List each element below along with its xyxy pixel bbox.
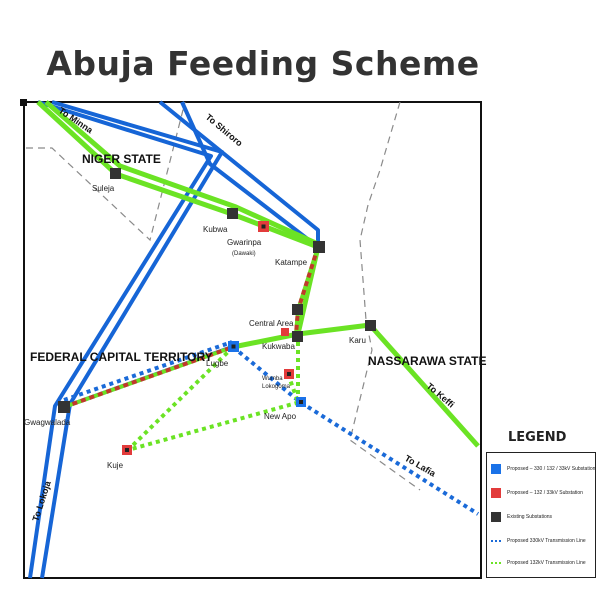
substation-suleja [110,168,121,179]
legend-line-sample [491,540,501,542]
label-central-area: Central Area [249,319,294,328]
legend-label: Proposed 330kV Transmission Line [507,538,586,544]
legend-swatch [491,464,501,474]
label-fct: FEDERAL CAPITAL TERRITORY [30,350,213,364]
label-lokogoma: Lokogoma [262,384,291,390]
boundary-nassarawa [349,204,421,491]
state-boundaries [26,101,421,491]
label-lugbe: Lugbe [206,359,229,368]
substation-katampe [313,241,325,253]
legend-label: Proposed – 330 / 132 / 33kV Substation [507,466,596,472]
line-to-shiroro-b [180,101,320,249]
legend-item: Proposed – 132 / 33kV Substation [491,486,583,500]
line-to-lokoja-b [40,100,224,579]
legend-swatch [491,512,501,522]
legend-label: Proposed 132kV Transmission Line [507,560,586,566]
line-to-minna-b [44,100,320,247]
label-gwarinpa: Gwarinpa [227,238,262,247]
label-gwagwalada: Gwagwalada [24,418,71,427]
line-lugbe-kukwaba [232,331,299,350]
label-suleja: Suleja [92,184,115,193]
legend-swatch [491,488,501,498]
legend-line-sample [491,562,501,564]
label-kubwa: Kubwa [203,225,228,234]
frame-corner-marker [20,99,27,106]
legend-item: Proposed 330kV Transmission Line [491,534,586,548]
substation-central-area-proposed [281,328,289,336]
legend-title: LEGEND [508,430,567,445]
substation-karu [365,320,376,331]
label-wumba: Wumba [262,376,283,382]
label-karu: Karu [349,336,366,345]
legend-item: Proposed – 330 / 132 / 33kV Substation [491,462,595,476]
substation-kukwaba [292,331,303,342]
map-frame [23,101,482,579]
label-kukwaba: Kukwaba [262,342,295,351]
legend-item: Existing Substations [491,510,552,524]
line-to-lokoja-a [28,100,213,579]
legend: LEGEND Proposed – 330 / 132 / 33kV Subst… [486,428,598,578]
label-kuje: Kuje [107,461,124,470]
green-transmission-lines [36,100,480,448]
legend-label: Proposed – 132 / 33kV Substation [507,490,583,496]
proposed-330kv-lines [63,340,480,516]
label-katampe: Katampe [275,258,308,267]
label-nassarawa-state: NASSARAWA STATE [368,354,486,368]
legend-label: Existing Substations [507,514,553,520]
substation-kubwa [227,208,238,219]
label-niger-state: NIGER STATE [82,152,161,166]
label-dawaki: (Dawaki) [232,251,256,257]
substations [58,168,376,455]
page-title: Abuja Feeding Scheme [46,44,480,83]
legend-item: Proposed 132kV Transmission Line [491,556,586,570]
boundary-niger [26,101,186,242]
label-new-apo: New Apo [264,412,297,421]
substation-gwagwalada [58,401,70,413]
line-katampe-karu-keffi [295,246,480,448]
substation-central-area [292,304,303,315]
line-to-minna-a [36,100,319,250]
